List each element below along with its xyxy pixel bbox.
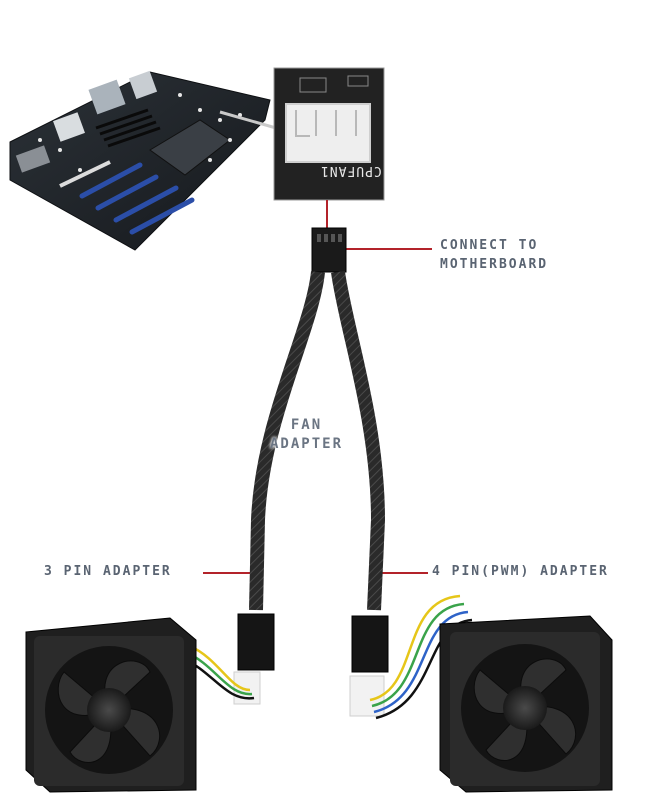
connect-label-line1: CONNECT TO — [440, 238, 539, 253]
three-pin-connector — [233, 613, 275, 705]
four-pin-connector — [349, 615, 389, 717]
fan-label-line2: ADAPTER — [270, 436, 344, 452]
leader-lines — [203, 200, 432, 574]
left-fan-image — [25, 617, 197, 793]
right-fan-image — [439, 615, 613, 793]
three-pin-adapter-label: 3 PIN ADAPTER — [44, 564, 172, 579]
fan-label-line1: FAN — [290, 417, 323, 433]
cpufan-header-closeup — [273, 67, 385, 201]
header-silkscreen-label: CPUFAN1 — [320, 163, 382, 178]
fan-adapter-cable — [249, 271, 386, 611]
connect-label-line2: MOTHERBOARD — [440, 257, 549, 272]
connect-to-motherboard-label: CONNECT TO MOTHERBOARD — [440, 236, 548, 274]
motherboard-image — [9, 70, 277, 251]
four-pin-adapter-label: 4 PIN(PWM) ADAPTER — [432, 564, 609, 579]
fan-adapter-label: FAN ADAPTER — [270, 416, 343, 454]
motherboard-connector — [311, 227, 347, 273]
